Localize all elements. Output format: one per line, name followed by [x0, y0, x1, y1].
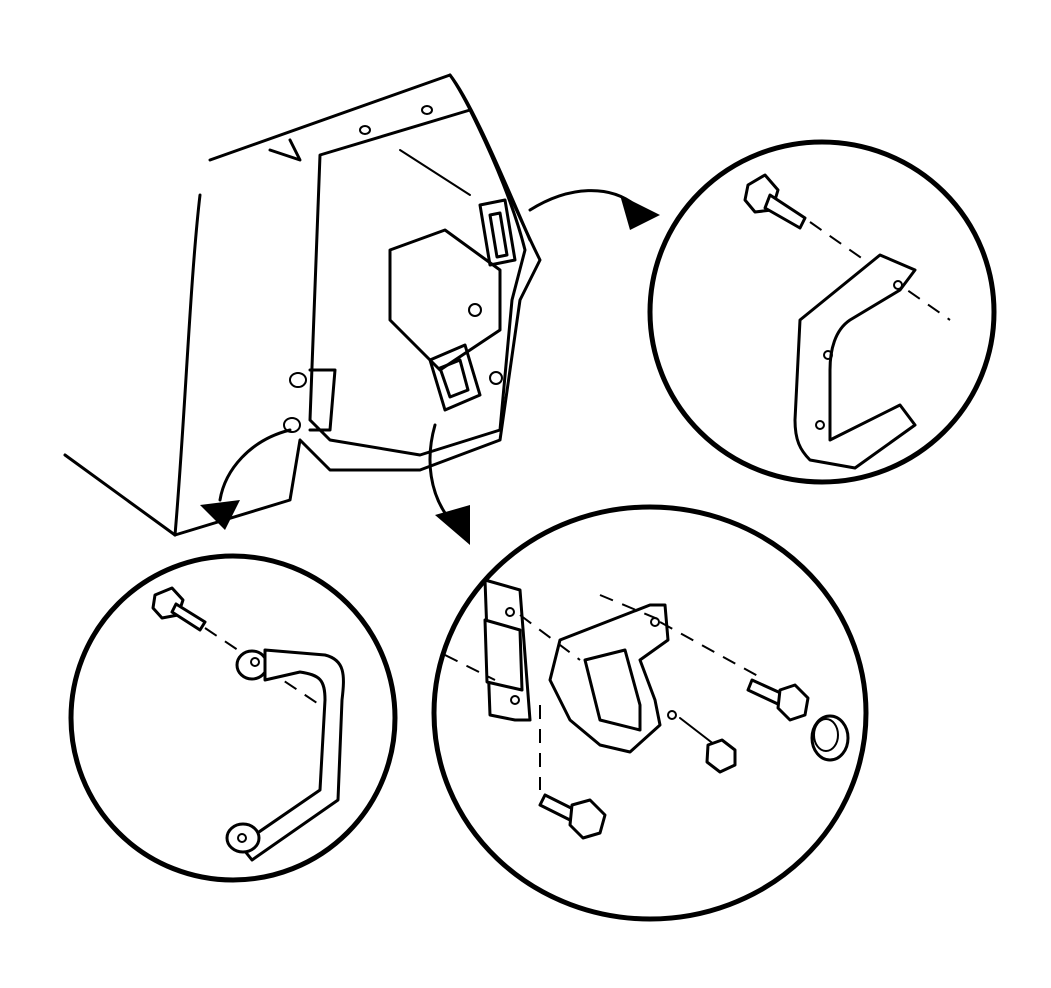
arrows	[200, 189, 660, 545]
bolt-icon	[743, 173, 807, 230]
bolt-icon	[746, 678, 810, 722]
detail-upper-right-handle	[647, 139, 997, 485]
body-panel	[63, 73, 542, 537]
detail-lower-left-grab-bar	[68, 553, 398, 883]
plug-cap-icon	[810, 714, 850, 762]
bolt-icon	[151, 586, 207, 632]
nut-icon	[705, 738, 737, 774]
detail-lower-center-bracket	[431, 504, 869, 922]
bolt-icon	[538, 793, 607, 840]
